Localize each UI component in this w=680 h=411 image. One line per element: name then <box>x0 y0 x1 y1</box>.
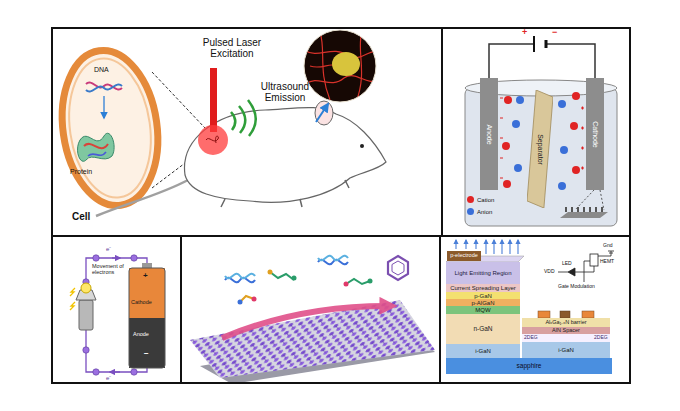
layer-text: Current Spreading Layer <box>450 285 516 291</box>
signal-name: Gate Modulation <box>558 284 595 289</box>
polarity-sign: + <box>143 272 148 280</box>
atoms <box>238 270 373 305</box>
signal-name: VDD <box>544 269 555 274</box>
stack-layer: p-AlGaN <box>446 299 520 306</box>
layer-text: AlN Spacer <box>552 328 580 334</box>
legend-swatch <box>467 208 474 215</box>
separator-outline <box>527 90 553 208</box>
layer-text: MQW <box>475 307 490 313</box>
legend-swatch <box>467 196 474 203</box>
electrode: Cathode <box>586 78 604 190</box>
legend-entry: Anion <box>467 208 492 215</box>
inset-circuit <box>558 251 614 282</box>
legend-text: Anion <box>477 209 492 215</box>
panel-frame <box>52 28 630 383</box>
layer-label: 2DEG <box>594 335 608 340</box>
layer-text: p-electrode <box>450 253 478 259</box>
polarity-sign: − <box>552 28 557 37</box>
battery-cell <box>129 263 165 368</box>
layer-text: i-GaN <box>558 347 574 353</box>
part-label: DNA <box>94 66 109 73</box>
charge-label: e⁻ <box>106 246 111 252</box>
part-label: Anode <box>133 332 149 338</box>
ultrasound-waves <box>231 100 256 136</box>
annotation: Ultrasound Emission <box>252 82 318 103</box>
2deg-channel <box>522 334 610 342</box>
electrode: Anode <box>480 78 498 190</box>
sensor-sheet <box>190 300 435 384</box>
stack-layer: i-GaN <box>522 342 610 358</box>
component-label: LED <box>562 261 572 266</box>
battery-symbol <box>534 36 546 52</box>
stack-layer: Current Spreading Layer <box>446 284 520 292</box>
part-label: Cell <box>72 212 90 223</box>
layer-label: 2DEG <box>524 335 538 340</box>
biomolecules <box>225 256 408 302</box>
layer-text: i-GaN <box>475 348 491 354</box>
legend-entry: Cation <box>467 196 494 203</box>
part-label: Protein <box>70 168 92 175</box>
annotation: Pulsed Laser Excitation <box>190 38 274 59</box>
layer-text: AlₓGa₁₋ₓN barrier <box>545 320 586 326</box>
stack-layer: i-GaN <box>446 344 520 358</box>
tumor-image <box>304 30 378 102</box>
layer-text: p-GaN <box>474 293 492 299</box>
legend-text: Cation <box>477 197 494 203</box>
hemt-contacts <box>538 311 594 318</box>
mouse-drawing <box>96 101 386 216</box>
layer-text: n-GaN <box>473 326 492 333</box>
layer-text: Cathode <box>592 121 599 147</box>
wires <box>489 44 595 80</box>
stack-layer: p-GaN <box>446 292 520 299</box>
annotation: Movement of electrons <box>92 264 128 276</box>
polarity-sign: + <box>522 28 527 37</box>
contact-layer: p-electrode <box>447 251 481 261</box>
stack-layer: MQW <box>446 306 520 314</box>
charge-label: e⁻ <box>106 375 111 381</box>
layer-text: Anode <box>486 124 493 144</box>
emission-arrow <box>316 104 328 122</box>
part-label: Cathode <box>131 300 152 306</box>
stack-layer: Light Emitting Region <box>446 262 520 284</box>
nanostructure-inset <box>560 190 608 218</box>
layer-text: p-AlGaN <box>471 300 494 306</box>
stack-layer: AlₓGa₁₋ₓN barrier <box>522 318 610 327</box>
substrate-layer: sapphire <box>446 358 612 374</box>
layer-text: Separator <box>537 134 544 165</box>
cell-drawing <box>53 44 205 212</box>
component-label: HEMT <box>600 259 614 264</box>
stack-layer: AlN Spacer <box>522 327 610 334</box>
polarity-sign: − <box>144 350 149 358</box>
stack-layer: n-GaN <box>446 314 520 344</box>
separator: Separator <box>527 90 553 208</box>
flashlight <box>70 283 96 330</box>
layer-text: sapphire <box>517 363 542 370</box>
laser-beam <box>198 68 228 155</box>
layer-text: Light Emitting Region <box>454 270 511 276</box>
signal-name: Gnd <box>603 243 612 248</box>
